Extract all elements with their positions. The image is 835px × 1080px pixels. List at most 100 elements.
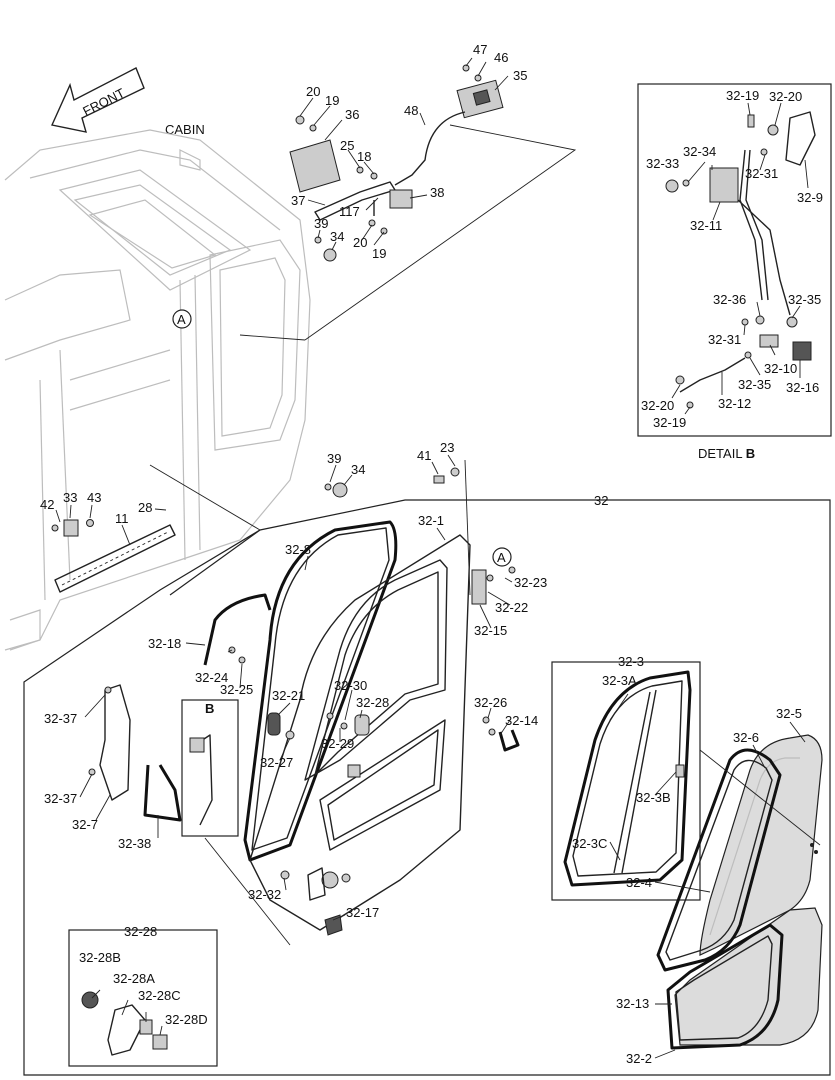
label-d-32-9: 32-9 bbox=[797, 190, 823, 205]
label-42: 42 bbox=[40, 497, 54, 512]
label-32-28C: 32-28C bbox=[138, 988, 181, 1003]
label-32-2: 32-2 bbox=[626, 1051, 652, 1066]
label-32-27: 32-27 bbox=[260, 755, 293, 770]
callout-b-letter: B bbox=[205, 701, 214, 716]
label-d-32-19: 32-19 bbox=[726, 88, 759, 103]
label-47: 47 bbox=[473, 42, 487, 57]
svg-text:A: A bbox=[497, 550, 506, 565]
label-32-28A: 32-28A bbox=[113, 971, 155, 986]
callout-b-box bbox=[181, 699, 239, 837]
slide-rail-11 bbox=[54, 524, 176, 593]
label-32-30: 32-30 bbox=[334, 678, 367, 693]
label-35: 35 bbox=[513, 68, 527, 83]
callout-a-cabin: A bbox=[172, 309, 192, 329]
label-32-3C: 32-3C bbox=[572, 836, 607, 851]
label-48: 48 bbox=[404, 103, 418, 118]
label-d-32-19b: 32-19 bbox=[653, 415, 686, 430]
label-d-32-34: 32-34 bbox=[683, 144, 716, 159]
seal-32-2 bbox=[666, 923, 784, 1050]
lock-assembly bbox=[289, 64, 504, 262]
label-34a: 34 bbox=[330, 229, 344, 244]
label-18: 18 bbox=[357, 149, 371, 164]
label-32-18: 32-18 bbox=[148, 636, 181, 651]
label-32-15: 32-15 bbox=[474, 623, 507, 638]
label-41: 41 bbox=[417, 448, 431, 463]
lock-knob-32-28 bbox=[354, 714, 370, 736]
label-32-38: 32-38 bbox=[118, 836, 151, 851]
label-32-28-title: 32-28 bbox=[124, 924, 157, 939]
bracket-32-7 bbox=[88, 684, 131, 801]
label-32-13: 32-13 bbox=[616, 996, 649, 1011]
label-32-32: 32-32 bbox=[248, 887, 281, 902]
label-32-8: 32-8 bbox=[285, 542, 311, 557]
label-32-37a: 32-37 bbox=[44, 711, 77, 726]
label-32-28D: 32-28D bbox=[165, 1012, 208, 1027]
label-20a: 20 bbox=[306, 84, 320, 99]
stopper-parts bbox=[324, 467, 460, 498]
label-32: 32 bbox=[594, 493, 608, 508]
label-32-17: 32-17 bbox=[346, 905, 379, 920]
label-32-37b: 32-37 bbox=[44, 791, 77, 806]
label-28: 28 bbox=[138, 500, 152, 515]
knob-detail-box bbox=[68, 929, 218, 1067]
label-32-5: 32-5 bbox=[776, 706, 802, 721]
grab-handle-32-18 bbox=[203, 593, 272, 666]
sliding-window-32-3 bbox=[563, 670, 692, 887]
label-37: 37 bbox=[291, 193, 305, 208]
label-20b: 20 bbox=[353, 235, 367, 250]
label-d-32-16: 32-16 bbox=[786, 380, 819, 395]
label-32-22: 32-22 bbox=[495, 600, 528, 615]
door-panel-32-1 bbox=[249, 534, 471, 931]
label-32-28B: 32-28B bbox=[79, 950, 121, 965]
label-d-32-31b: 32-31 bbox=[708, 332, 741, 347]
glass-32-13 bbox=[674, 907, 823, 1046]
window-32-3-box bbox=[551, 661, 701, 901]
label-32-6: 32-6 bbox=[733, 730, 759, 745]
label-19b: 19 bbox=[372, 246, 386, 261]
part-32-32 bbox=[307, 867, 326, 901]
label-33: 33 bbox=[63, 490, 77, 505]
label-d-32-11: 32-11 bbox=[690, 218, 722, 233]
detail-b-lock-mechanism bbox=[665, 111, 816, 409]
label-32-14: 32-14 bbox=[505, 713, 538, 728]
label-39a: 39 bbox=[314, 216, 328, 231]
svg-text:A: A bbox=[177, 312, 186, 327]
label-d-32-35b: 32-35 bbox=[738, 377, 771, 392]
strip-32-38 bbox=[143, 764, 182, 822]
lock-bracket bbox=[51, 519, 94, 537]
label-34b: 34 bbox=[351, 462, 365, 477]
label-32-3B: 32-3B bbox=[636, 790, 671, 805]
label-d-32-31a: 32-31 bbox=[745, 166, 778, 181]
label-32-25: 32-25 bbox=[220, 682, 253, 697]
label-32-3A: 32-3A bbox=[602, 673, 637, 688]
label-32-7: 32-7 bbox=[72, 817, 98, 832]
label-32-4: 32-4 bbox=[626, 875, 652, 890]
label-32-24: 32-24 bbox=[195, 670, 228, 685]
label-19a: 19 bbox=[325, 93, 339, 108]
label-32-26: 32-26 bbox=[474, 695, 507, 710]
label-32-28: 32-28 bbox=[356, 695, 389, 710]
label-46: 46 bbox=[494, 50, 508, 65]
label-32-21: 32-21 bbox=[272, 688, 305, 703]
label-25: 25 bbox=[340, 138, 354, 153]
label-32-1: 32-1 bbox=[418, 513, 444, 528]
label-32-23: 32-23 bbox=[514, 575, 547, 590]
latch-32-21 bbox=[267, 712, 281, 736]
callout-a-hinge: A bbox=[492, 547, 512, 567]
label-d-32-12: 32-12 bbox=[718, 396, 751, 411]
door-seal-32-8 bbox=[243, 520, 398, 862]
leader-lines bbox=[55, 57, 809, 1059]
knob-32-28-exploded bbox=[81, 991, 168, 1056]
label-32-3: 32-3 bbox=[618, 654, 644, 669]
label-d-32-35a: 32-35 bbox=[788, 292, 821, 307]
label-32-29: 32-29 bbox=[321, 736, 354, 751]
label-d-32-10: 32-10 bbox=[764, 361, 797, 376]
label-39b: 39 bbox=[327, 451, 341, 466]
front-arrow-icon bbox=[51, 67, 145, 133]
part-number-labels: 47 46 35 48 20 19 36 25 18 37 117 38 39 … bbox=[40, 42, 823, 1066]
detail-b-box bbox=[637, 83, 832, 437]
seal-32-4 bbox=[656, 748, 782, 972]
hinge-32-15 bbox=[471, 566, 516, 605]
label-43: 43 bbox=[87, 490, 101, 505]
